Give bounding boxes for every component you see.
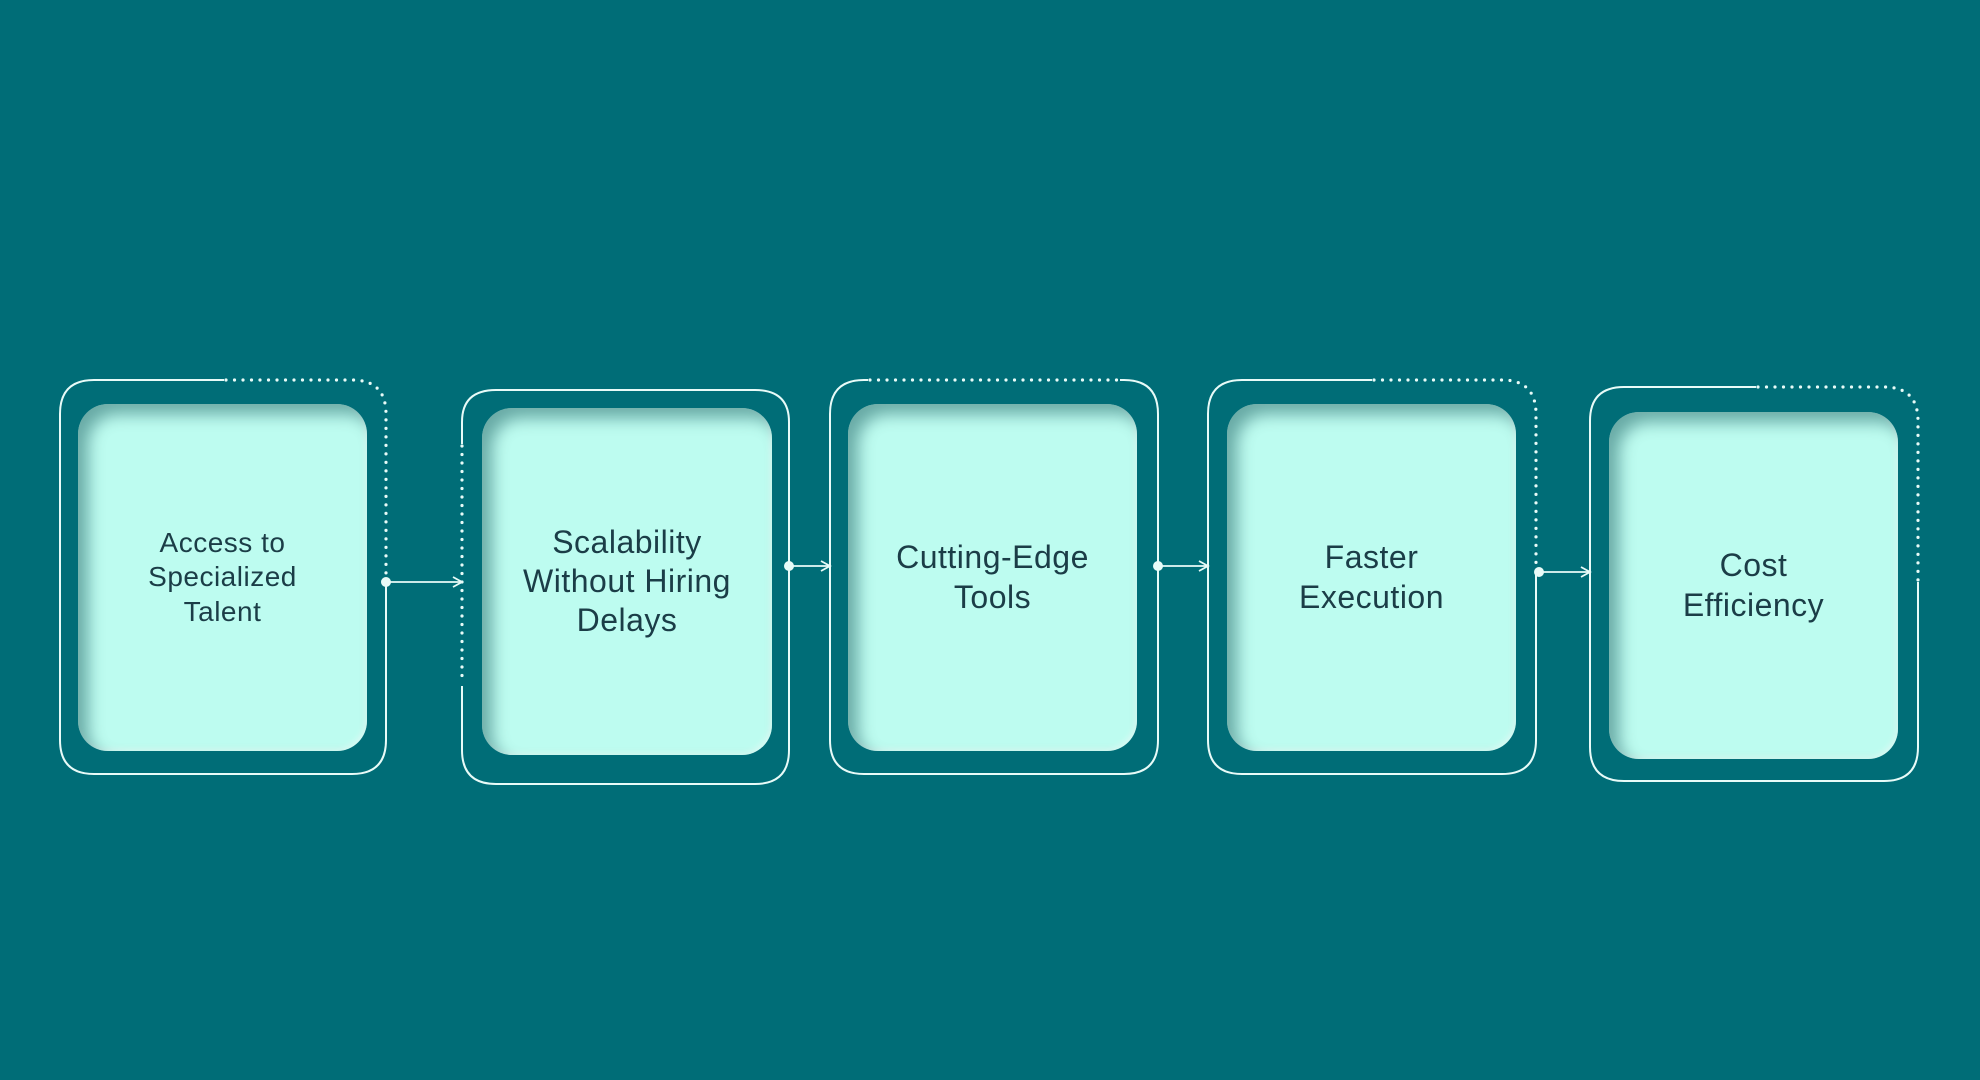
step-label: Scalability Without Hiring Delays (523, 523, 731, 639)
step-label: Access to Specialized Talent (148, 527, 297, 627)
step-1-frame (59, 378, 388, 775)
step-2-frame-solid (461, 389, 790, 785)
step-4-frame (1207, 378, 1538, 775)
step-card-access-to-specialized-talent: Access to Specialized Talent (78, 404, 367, 751)
step-1-frame-solid (59, 379, 387, 775)
step-2-frame (460, 389, 790, 785)
step-card-cost-efficiency: Cost Efficiency (1609, 412, 1898, 759)
step-4-frame-dotted (1372, 378, 1538, 572)
step-card-cutting-edge-tools: Cutting-Edge Tools (848, 404, 1137, 751)
connector-4-5 (1534, 566, 1592, 578)
connector-1-2 (381, 576, 464, 588)
step-label: Cutting-Edge Tools (896, 539, 1089, 615)
step-1-frame-dotted (224, 378, 388, 584)
connector-2-3 (784, 560, 832, 572)
step-4-frame-solid (1207, 379, 1537, 775)
step-5-frame-solid (1589, 386, 1919, 782)
step-5-frame (1589, 385, 1920, 782)
step-5-frame-dotted (1756, 385, 1920, 582)
connector-3-4 (1153, 560, 1210, 572)
step-3-frame (829, 378, 1159, 775)
step-3-frame-solid (829, 379, 1159, 775)
step-label: Cost Efficiency (1682, 547, 1825, 623)
step-card-faster-execution: Faster Execution (1227, 404, 1516, 751)
step-card-scalability-without-hiring-delays: Scalability Without Hiring Delays (482, 408, 772, 755)
step-label: Faster Execution (1298, 539, 1445, 615)
